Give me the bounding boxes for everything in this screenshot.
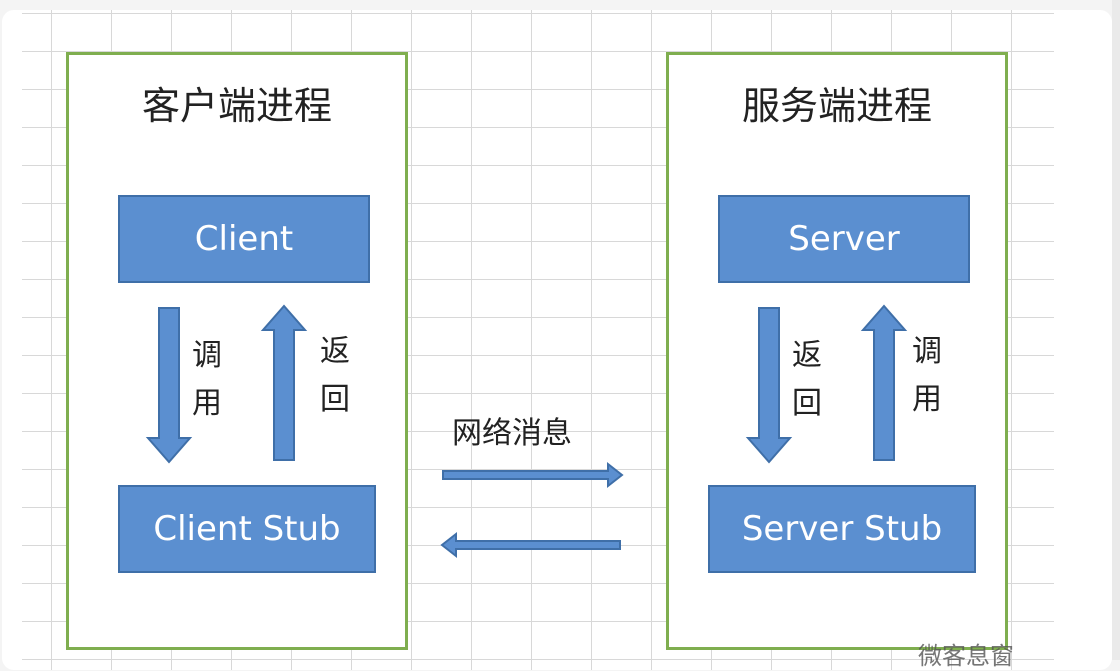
network-message-label: 网络消息 — [452, 416, 572, 451]
client-up-arrow — [260, 304, 308, 461]
client-stub-block: Client Stub — [118, 485, 376, 573]
diagram-card: 客户端进程 服务端进程 Client Client Stub Server Se… — [2, 10, 1112, 670]
server-down-arrow — [745, 307, 793, 464]
client-down-arrow — [145, 307, 193, 464]
server-block: Server — [718, 195, 970, 283]
network-right-arrow — [442, 461, 624, 489]
client-block: Client — [118, 195, 370, 283]
scrollbar-track[interactable] — [1112, 0, 1120, 660]
client-process-title: 客户端进程 — [141, 84, 332, 128]
client-call-label: 调用 — [192, 338, 222, 421]
server-stub-block: Server Stub — [708, 485, 976, 573]
server-call-label: 调用 — [912, 334, 942, 417]
network-left-arrow — [440, 531, 621, 559]
server-return-label: 返回 — [792, 338, 822, 421]
server-process-title: 服务端进程 — [741, 84, 932, 128]
server-up-arrow — [860, 304, 908, 461]
client-return-label: 返回 — [320, 334, 350, 417]
arrows-layer — [145, 304, 908, 559]
watermark: 微客息窗 — [918, 642, 1014, 670]
